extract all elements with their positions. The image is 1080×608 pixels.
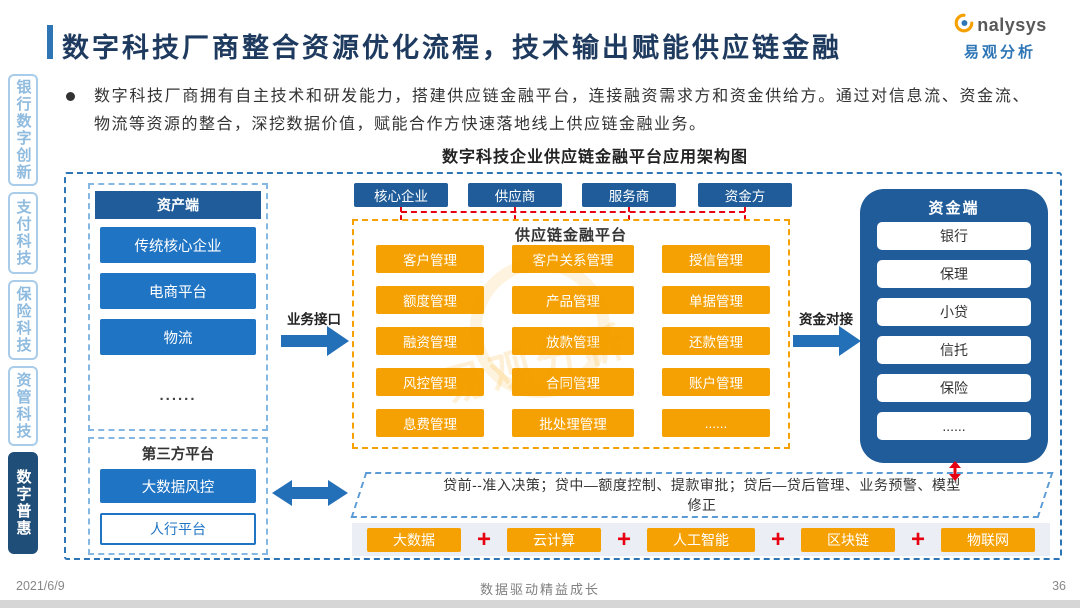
- platform-module-quota-mgmt: 额度管理: [376, 286, 484, 314]
- bullet-text: 数字科技厂商拥有自主技术和研发能力，搭建供应链金融平台，连接融资需求方和资金供给…: [94, 88, 1030, 133]
- fund-item-microloan: 小贷: [877, 298, 1031, 326]
- footer-page-number: 36: [1052, 579, 1066, 593]
- page-title: 数字科技厂商整合资源优化流程，技术输出赋能供应链金融: [62, 33, 842, 63]
- fund-item-insurance: 保险: [877, 374, 1031, 402]
- red-double-arrow-icon: [948, 461, 962, 486]
- analysys-swirl-icon: [953, 12, 975, 39]
- fund-panel-header: 资金端: [928, 200, 980, 217]
- fund-item-ellipsis: ......: [877, 412, 1031, 440]
- platform-module-account-mgmt: 账户管理: [662, 368, 770, 396]
- platform-module-batch-mgmt: 批处理管理: [512, 409, 634, 437]
- tech-strip: 大数据 + 云计算 + 人工智能 + 区块链 + 物联网: [352, 523, 1050, 556]
- scf-platform-panel: 供应链金融平台 客户管理 额度管理 融资管理 风控管理 息费管理 客户关系管理 …: [352, 219, 790, 449]
- red-dashed-connector-v4: [744, 207, 746, 220]
- platform-module-loan-issue-mgmt: 放款管理: [512, 327, 634, 355]
- platform-module-financing-mgmt: 融资管理: [376, 327, 484, 355]
- footer-slogan: 数据驱动精益成长: [479, 582, 600, 597]
- tech-iot: 物联网: [941, 527, 1036, 552]
- third-party-header: 第三方平台: [141, 447, 215, 463]
- tech-cloud: 云计算: [506, 527, 601, 552]
- platform-module-repayment-mgmt: 还款管理: [662, 327, 770, 355]
- role-capital-provider: 资金方: [698, 183, 792, 207]
- sidebar-item-digital-inclusion[interactable]: 数字普惠: [8, 452, 38, 554]
- sidebar-item-payment-tech[interactable]: 支付科技: [8, 192, 38, 274]
- role-core-enterprise: 核心企业: [354, 183, 448, 207]
- platform-module-contract-mgmt: 合同管理: [512, 368, 634, 396]
- capital-connect-arrow-icon: [793, 326, 861, 361]
- diagram-title: 数字科技企业供应链金融平台应用架构图: [441, 149, 748, 166]
- fund-item-trust: 信托: [877, 336, 1031, 364]
- asset-item-logistics: 物流: [100, 319, 256, 355]
- footer-date: 2021/6/9: [16, 579, 65, 593]
- third-party-pboc-platform: 人行平台: [100, 513, 256, 545]
- red-dashed-connector-v1: [400, 207, 402, 220]
- platform-module-customer-mgmt: 客户管理: [376, 245, 484, 273]
- red-dashed-connector-v3: [628, 207, 630, 220]
- plus-separator-4: +: [911, 525, 926, 553]
- sidebar-item-asset-mgmt-tech[interactable]: 资管科技: [8, 366, 38, 446]
- blue-double-arrow-icon: [272, 478, 348, 513]
- plus-separator-2: +: [616, 525, 631, 553]
- brand-logo: nalysys 易观分析: [930, 12, 1070, 62]
- red-dashed-connector-horizontal: [401, 211, 745, 213]
- asset-panel-header: 资产端: [95, 191, 261, 219]
- asset-item-ecommerce: 电商平台: [100, 273, 256, 309]
- role-service-provider: 服务商: [582, 183, 676, 207]
- platform-module-receipt-mgmt: 单据管理: [662, 286, 770, 314]
- tech-blockchain: 区块链: [801, 527, 896, 552]
- bottom-bar: [0, 600, 1080, 608]
- platform-module-interest-fee-mgmt: 息费管理: [376, 409, 484, 437]
- asset-item-ellipsis: ......: [159, 386, 197, 404]
- platform-module-crm: 客户关系管理: [512, 245, 634, 273]
- plus-separator-3: +: [771, 525, 786, 553]
- third-party-bigdata-riskctrl: 大数据风控: [100, 469, 256, 503]
- platform-module-product-mgmt: 产品管理: [512, 286, 634, 314]
- capital-connect-label: 资金对接: [799, 312, 853, 327]
- third-party-panel: 第三方平台 大数据风控 人行平台: [88, 437, 268, 555]
- tech-bigdata: 大数据: [366, 527, 461, 552]
- asset-item-core-enterprise: 传统核心企业: [100, 227, 256, 263]
- fund-panel: 资金端 银行 保理 小贷 信托 保险 ......: [860, 189, 1048, 463]
- scf-platform-title: 供应链金融平台: [514, 227, 627, 244]
- asset-panel: 资产端 传统核心企业 电商平台 物流 ......: [88, 183, 268, 431]
- fund-item-factoring: 保理: [877, 260, 1031, 288]
- sidebar-item-banking-digital[interactable]: 银行数字创新: [8, 74, 38, 186]
- bullet-icon: [66, 92, 75, 101]
- brand-name-cn: 易观分析: [963, 44, 1036, 61]
- business-interface-arrow-icon: [281, 326, 349, 361]
- red-dashed-connector-v2: [514, 207, 516, 220]
- brand-name-en: nalysys: [977, 15, 1047, 35]
- role-supplier: 供应商: [468, 183, 562, 207]
- title-accent-bar: [47, 25, 53, 59]
- tech-ai: 人工智能: [647, 527, 755, 552]
- sidebar-item-insurance-tech[interactable]: 保险科技: [8, 280, 38, 360]
- plus-separator-1: +: [476, 525, 491, 553]
- loan-lifecycle-text: 贷前--准入决策；贷中—额度控制、提款审批；贷后—贷后管理、业务预警、模型 修正: [443, 477, 961, 513]
- business-interface-label: 业务接口: [287, 312, 341, 327]
- platform-module-ellipsis: ......: [662, 409, 770, 437]
- platform-module-riskctrl-mgmt: 风控管理: [376, 368, 484, 396]
- fund-item-bank: 银行: [877, 222, 1031, 250]
- platform-module-credit-mgmt: 授信管理: [662, 245, 770, 273]
- diagram-frame: [64, 172, 1062, 560]
